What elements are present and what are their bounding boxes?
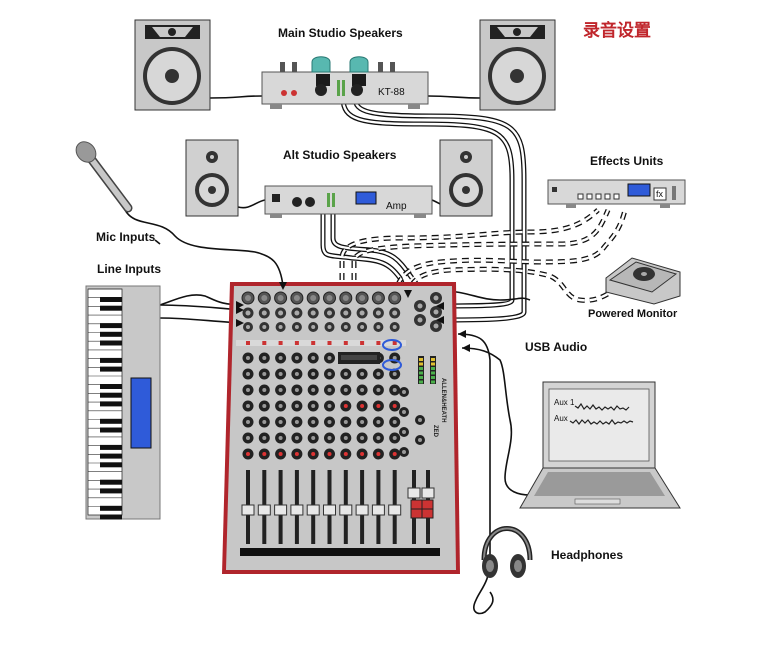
keyboard [85,285,161,520]
main-speaker-left-cable [209,95,263,99]
microphone [75,141,133,213]
laptop [519,381,681,509]
arrowheads [236,282,470,352]
usb-cable [461,347,531,496]
mic-inputs-label: Mic Inputs [96,230,156,244]
monitor-cable [439,289,531,301]
mic-cable [124,209,284,287]
mixing-console [222,282,460,574]
powered-monitor [605,257,681,305]
main-speaker-left [134,19,211,111]
dashed-cables [339,208,628,303]
alt-speaker-left [185,139,239,217]
effects-units-label: Effects Units [590,154,664,168]
headphones [481,526,533,578]
usb-audio-label: USB Audio [525,340,588,354]
mixer-brand-label: ALLEN&HEATH [440,378,446,423]
laptop-track-2-label: Aux [554,414,568,423]
fx-label: fx [656,189,664,199]
headphones-label: Headphones [551,548,624,562]
line-input-cable-3 [159,294,245,306]
headphones-cable [457,333,494,615]
amp-model-label: KT-88 [378,87,405,98]
mixer-model-label: ZED [432,425,438,437]
tube-amplifier [261,56,429,109]
laptop-track-1-label: Aux 1 [554,398,575,407]
alt-speaker-left-cable [237,199,266,209]
alt-amp-label: Amp [386,201,407,212]
powered-monitor-label: Powered Monitor [588,308,678,320]
alt-speakers-label: Alt Studio Speakers [283,148,397,162]
cables [124,95,531,615]
main-speakers-label: Main Studio Speakers [278,26,403,40]
main-speaker-right [479,19,556,111]
alt-amp-cable-2 [330,212,415,280]
effects-unit [547,179,686,208]
main-speaker-right-cable [427,95,481,99]
diagram-title: 录音设置 [583,21,651,41]
alt-speaker-right [439,139,493,217]
alt-amplifier [264,185,433,218]
line-inputs-label: Line Inputs [97,262,161,276]
